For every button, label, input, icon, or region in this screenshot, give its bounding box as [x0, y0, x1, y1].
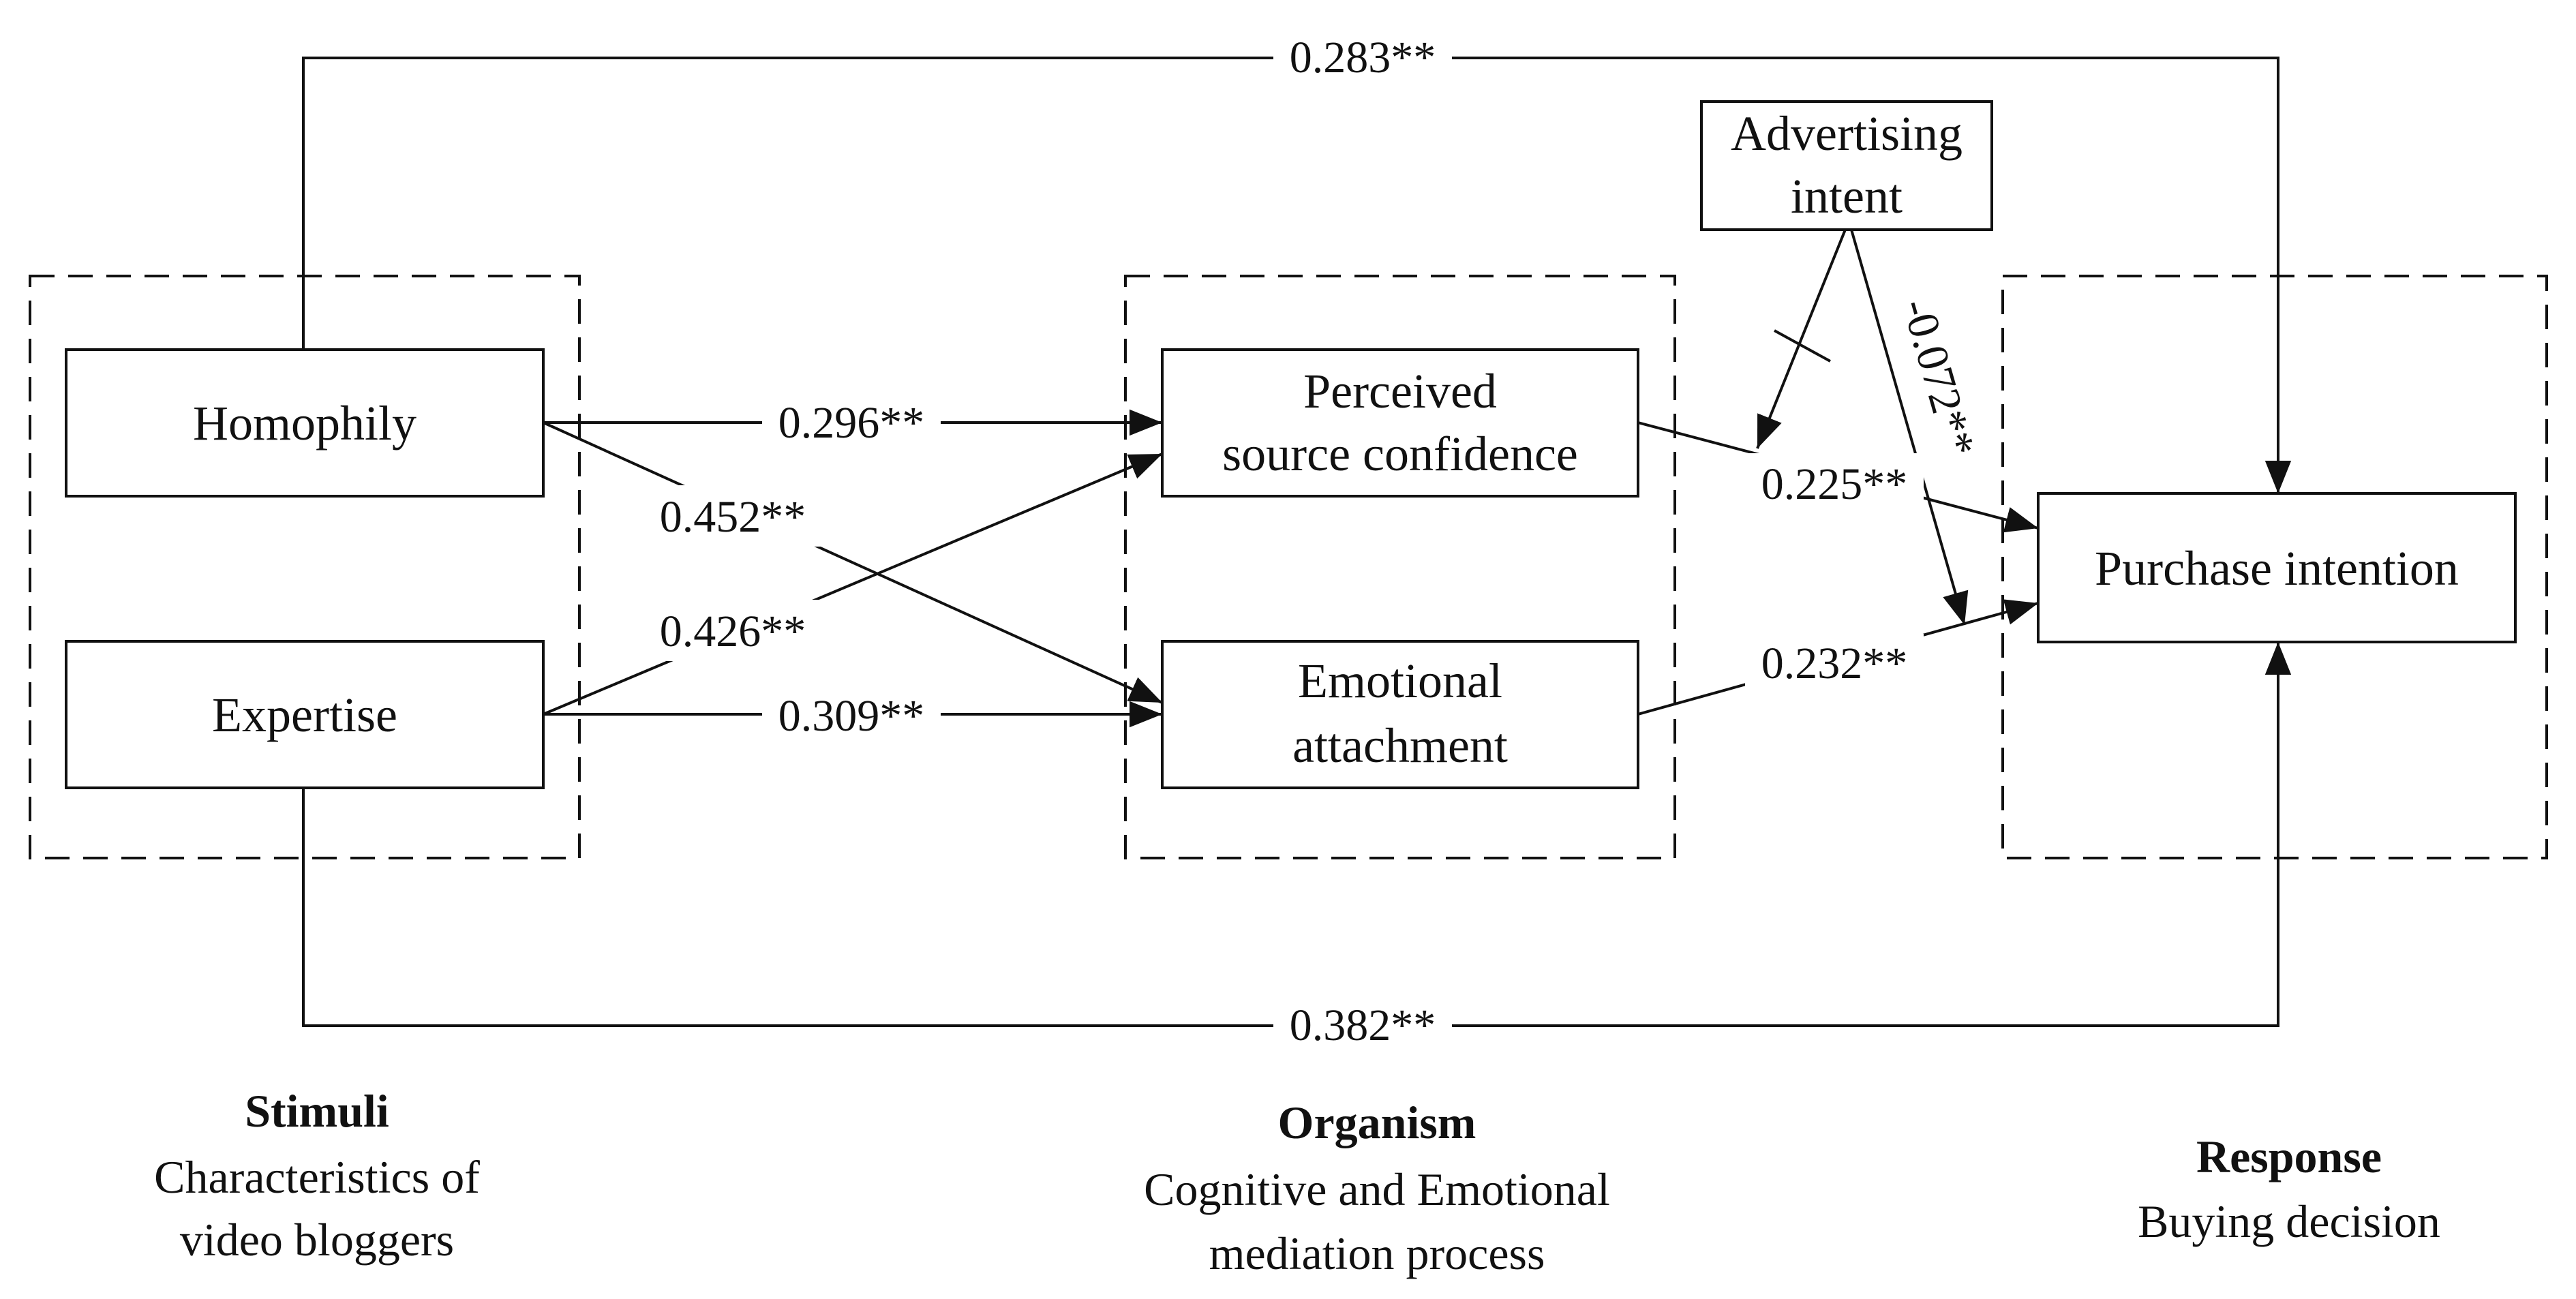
organism-group-frame — [1124, 275, 1676, 859]
stimuli-subtitle-line1: Characteristics of — [154, 1151, 480, 1203]
response-group-frame — [2001, 275, 2548, 859]
coef-homophily-psc: 0.296** — [778, 398, 925, 448]
ea-label-line2: attachment — [1292, 718, 1508, 773]
ea-label-line1: Emotional — [1298, 654, 1502, 708]
perceived-source-confidence-box — [1161, 348, 1639, 498]
coef-expertise-purchase: 0.382** — [1290, 1000, 1436, 1050]
coef-psc-purchase: 0.225** — [1761, 459, 1908, 509]
organism-subtitle-line1: Cognitive and Emotional — [1144, 1163, 1610, 1215]
psc-label-line1: Perceived — [1303, 364, 1497, 418]
stimuli-subtitle-line2: video bloggers — [180, 1214, 454, 1266]
coef-expertise-psc: 0.426** — [660, 607, 806, 656]
edge-adintent-moderation-purchase — [1850, 229, 1969, 626]
ai-label-line2: intent — [1791, 169, 1903, 224]
edge-expertise-psc — [543, 453, 1163, 716]
advertising-intent-box — [1700, 100, 1993, 231]
ai-label-line1: Advertising — [1731, 106, 1963, 161]
emotional-attachment-box — [1161, 640, 1639, 789]
organism-title: Organism — [1278, 1097, 1476, 1148]
expertise-box — [65, 640, 545, 789]
coef-advertising-moderation: -0.072** — [1892, 293, 1984, 461]
response-subtitle-line1: Buying decision — [2138, 1195, 2440, 1247]
coef-ea-purchase: 0.232** — [1761, 639, 1908, 688]
homophily-label: Homophily — [193, 396, 416, 450]
coef-homophily-ea: 0.452** — [660, 492, 806, 542]
psc-label-line2: source confidence — [1222, 427, 1578, 481]
coef-expertise-ea: 0.309** — [778, 691, 925, 741]
homophily-box — [65, 348, 545, 498]
organism-subtitle-line2: mediation process — [1209, 1227, 1545, 1279]
stimuli-title: Stimuli — [245, 1085, 389, 1137]
edge-homophily-ea — [543, 421, 1163, 704]
response-title: Response — [2196, 1131, 2382, 1182]
purchase-intention-label: Purchase intention — [2095, 541, 2459, 596]
coef-homophily-purchase: 0.283** — [1290, 33, 1436, 82]
cross-mark-icon — [1774, 329, 1831, 363]
purchase-intention-box — [2037, 492, 2517, 643]
edge-adintent-moderation-psc — [1756, 229, 1847, 449]
expertise-label: Expertise — [212, 688, 397, 742]
